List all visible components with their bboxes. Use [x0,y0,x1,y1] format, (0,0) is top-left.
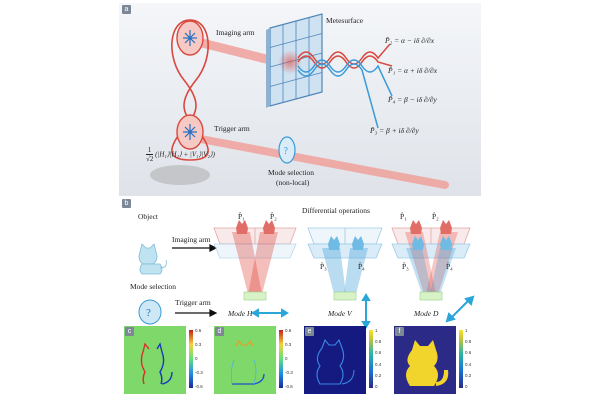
panel-tag-d: d [215,327,224,336]
colorbar-c-tick: 0.3 [195,342,202,347]
panel-c-image [124,326,186,394]
differential-operations-label: Differential operations [302,206,370,215]
colorbar-d-tick: -0.3 [285,370,293,375]
imaging-arm-arrow [172,244,218,252]
panel-e-colorbar [369,330,373,388]
panel-d-colorbar [279,330,283,388]
svg-text:?: ? [284,146,289,157]
panel-tag-a: a [122,5,131,14]
colorbar-c-tick: 0 [195,356,198,361]
imaging-arm-label-b: Imaging arm [172,235,211,244]
colorbar-e-tick: 0 [375,384,378,389]
colorbar-f-tick: 0.2 [465,373,472,378]
panel-f-cat [406,340,449,386]
mode-selection-icon: ? [138,299,162,325]
mode-d-label: Mode D [414,309,439,318]
svg-text:?: ? [146,307,151,319]
mode-h-p2: P̂₂ [270,212,277,221]
imaging-arm-label: Imaging arm [216,28,255,37]
mode-v-p3: P̂₃ [320,262,327,271]
colorbar-f-tick: 1 [465,328,468,333]
equation-p2: P̂₂ = α − iδ ∂/∂x [385,36,435,45]
colorbar-c-tick: -0.3 [195,370,203,375]
mode-v-arrow-icon [361,293,371,329]
colorbar-e-tick: 0.4 [375,362,382,367]
mode-h-setup [213,220,297,301]
equation-p1: P̂₁ = α + iδ ∂/∂x [388,66,438,75]
polarization-arrows-icon [183,30,197,140]
panel-tag-c: c [125,327,134,336]
panel-d-edges [230,339,265,385]
mode-selection-label: Mode selection [268,168,315,177]
mode-h-p1: P̂₁ [238,212,245,221]
equation-p3: P̂₃ = β + iδ ∂/∂y [370,126,419,135]
source-glow [150,165,210,185]
panel-c-colorbar [189,330,193,388]
state-denominator: √2 [146,155,154,163]
entanglement-loop [171,19,209,161]
colorbar-f-tick: 0.6 [465,350,472,355]
colorbar-d-tick: 0 [285,356,288,361]
colorbar-e-tick: 1 [375,328,378,333]
state-expression: (|H₁⟩|H₂⟩ + |V₁⟩|V₂⟩) [155,150,215,159]
colorbar-d-tick: 0.6 [285,328,292,333]
colorbar-d-tick: -0.6 [285,384,293,389]
mode-d-setup [391,220,471,301]
mode-selection-label-b: Mode selection [130,282,177,291]
colorbar-f-tick: 0.8 [465,339,472,344]
panel-e-outline [316,338,355,385]
mode-d-arrow-icon [445,295,475,323]
equation-p4: P̂₄ = β − iδ ∂/∂y [388,95,437,104]
trigger-arm-label-b: Trigger arm [175,298,211,307]
mode-h-arrow-icon [251,308,289,318]
panel-f-colorbar [459,330,463,388]
mode-d-p1: P̂₁ [400,212,407,221]
panel-tag-b: b [122,199,131,208]
panel-tag-f: f [395,327,404,336]
colorbar-e-tick: 0.2 [375,373,382,378]
trigger-arm-arrow [175,309,218,317]
mode-d-p3: P̂₃ [402,262,409,271]
mode-selection-disc: ? [278,136,296,164]
mode-v-p4: P̂₄ [358,262,365,271]
panel-c-edges [140,342,173,385]
colorbar-d-tick: 0.3 [285,342,292,347]
colorbar-c-tick: -0.6 [195,384,203,389]
output-waves [297,43,393,129]
mode-selection-sublabel: (non-local) [276,178,310,187]
mode-d-p2: P̂₂ [432,212,439,221]
panel-tag-e: e [305,327,314,336]
mode-v-label: Mode V [328,309,352,318]
object-cat-icon [138,243,167,275]
entangled-state: 1 √2 (|H₁⟩|H₂⟩ + |V₁⟩|V₂⟩) [146,146,215,163]
mode-v-setup [307,227,383,301]
colorbar-e-tick: 0.6 [375,350,382,355]
colorbar-f-tick: 0 [465,384,468,389]
panel-d-image [214,326,276,394]
mode-h-label: Mode H [228,309,253,318]
colorbar-c-tick: 0.6 [195,328,202,333]
imaging-arm-beam [185,35,283,67]
panel-e-image [304,326,366,394]
state-prefix: 1 [146,146,154,155]
trigger-arm-beam [186,133,449,189]
colorbar-e-tick: 0.8 [375,339,382,344]
colorbar-f-tick: 0.4 [465,362,472,367]
mode-d-p4: P̂₄ [446,262,453,271]
metasurface-hotspot [278,50,302,74]
metasurface-label: Metesurface [326,16,364,25]
object-label: Object [138,212,158,221]
trigger-arm-label: Trigger arm [214,124,250,133]
